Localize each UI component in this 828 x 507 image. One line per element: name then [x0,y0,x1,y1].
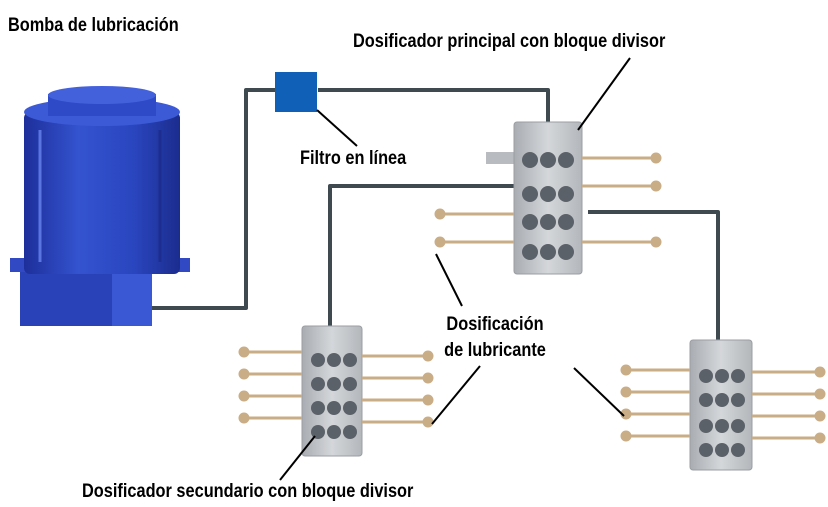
filter-to-main-tube [318,88,550,122]
pump-label: Bomba de lubricación [8,15,179,36]
secondary-metering-label: Dosificador secundario con bloque diviso… [82,481,414,502]
main-metering-block [434,121,662,275]
dosing-label-line2: de lubricante [444,340,546,361]
filter-label: Filtro en línea [300,148,407,169]
lubrication-pump [10,86,190,326]
dosing-label: Dosificación de lubricante [426,312,564,364]
lubricant-tubing [128,88,720,342]
leader-filter [316,109,358,147]
secondary-metering-block-left [238,325,434,457]
leader-lines [279,57,631,481]
secondary-metering-block-right [620,339,826,471]
leader-main-metering [577,57,631,131]
leader-dosing-left-bottom [431,365,481,425]
pump-to-filter-tube [128,88,276,310]
inline-filter [275,72,317,112]
main-to-left-secondary-tube [328,184,516,328]
leader-dosing-left-top [435,253,463,307]
main-metering-label: Dosificador principal con bloque divisor [353,31,666,52]
leader-secondary-metering [279,435,316,481]
dosing-label-line1: Dosificación [446,314,544,335]
leader-dosing-right [573,367,625,417]
main-to-right-secondary-tube [588,210,720,342]
